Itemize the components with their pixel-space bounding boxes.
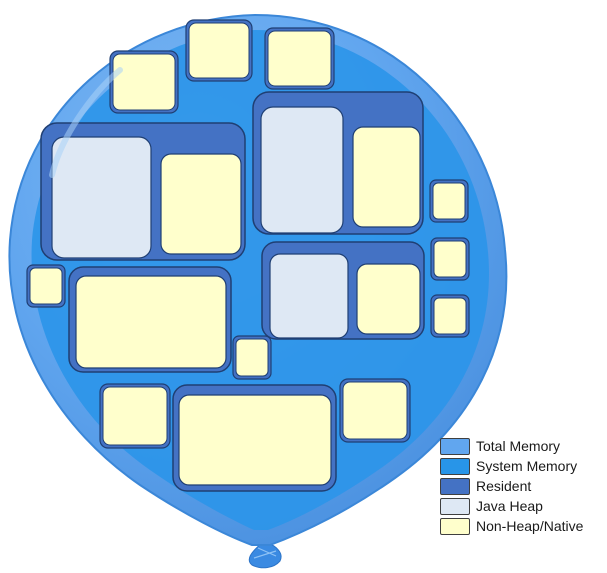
- java-heap-block: [269, 253, 349, 339]
- legend-label: Non-Heap/Native: [476, 518, 584, 534]
- legend-swatch: [440, 477, 470, 495]
- native-block: [178, 394, 332, 486]
- native-block: [356, 263, 421, 335]
- legend-label: Java Heap: [476, 498, 543, 514]
- legend-item-resident: Resident: [440, 476, 605, 496]
- native-block: [352, 126, 421, 228]
- legend-item-java-heap: Java Heap: [440, 496, 605, 516]
- legend-label: System Memory: [476, 458, 578, 474]
- legend-item-non-heap-native: Non-Heap/Native: [440, 516, 605, 536]
- java-heap-block: [51, 136, 152, 259]
- standalone-native-blocks: [26, 19, 470, 449]
- java-heap-block: [260, 106, 344, 234]
- legend-swatch: [440, 497, 470, 515]
- balloon-highlight: [49, 67, 123, 178]
- legend-item-total-memory: Total Memory: [440, 436, 605, 456]
- legend: Total Memory System Memory Resident Java…: [440, 436, 605, 536]
- legend-label: Total Memory: [476, 438, 561, 454]
- native-block: [75, 275, 227, 369]
- legend-swatch: [440, 457, 470, 475]
- legend-swatch: [440, 517, 470, 535]
- balloon-knot: [248, 542, 282, 569]
- legend-item-system-memory: System Memory: [440, 456, 605, 476]
- legend-swatch: [440, 437, 470, 455]
- native-block: [160, 153, 242, 255]
- legend-label: Resident: [476, 478, 532, 494]
